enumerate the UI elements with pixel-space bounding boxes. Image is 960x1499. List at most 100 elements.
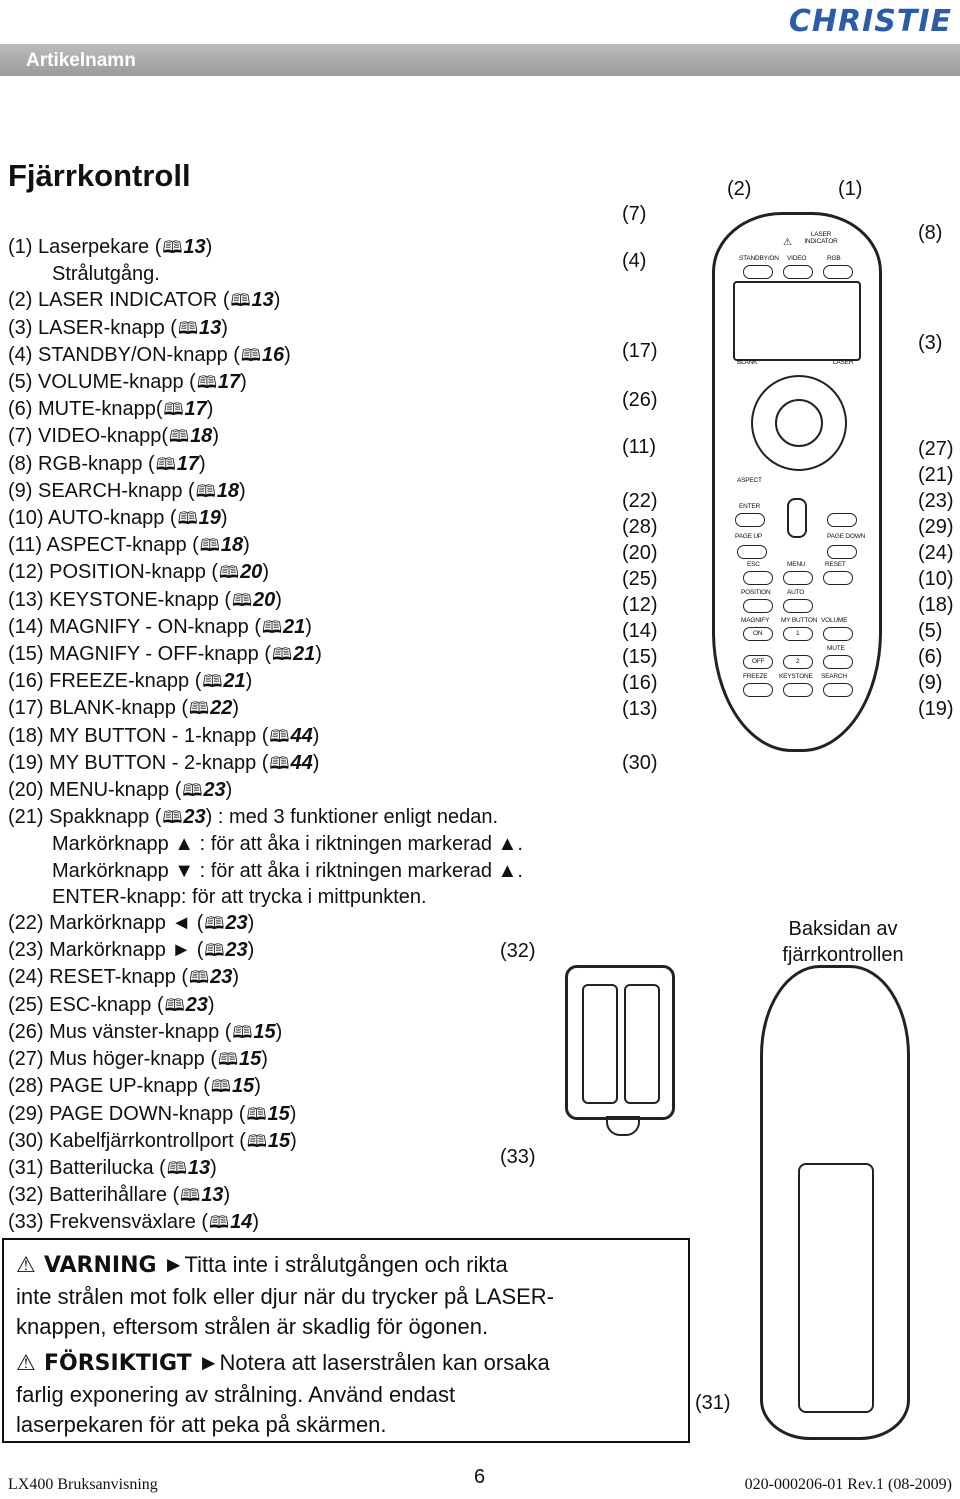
callout-left-label: (13) <box>622 698 658 720</box>
magnify-off-button[interactable]: OFF <box>743 655 773 669</box>
page-ref[interactable]: 21 <box>223 670 246 693</box>
page-ref[interactable]: 13 <box>187 1156 211 1179</box>
auto-button[interactable] <box>783 599 813 613</box>
page-ref[interactable]: 14 <box>230 1211 253 1234</box>
page-ref[interactable]: 22 <box>210 697 233 720</box>
page-down-button[interactable] <box>827 545 857 559</box>
parts-item-suffix: ) <box>254 1075 261 1098</box>
book-icon: 🕮 <box>162 238 183 257</box>
page-ref[interactable]: 15 <box>238 1048 262 1071</box>
rgb-button[interactable] <box>823 265 853 279</box>
parts-item-text: (22) Markörknapp ◄ ( <box>8 912 204 935</box>
page-ref[interactable]: 19 <box>198 507 221 530</box>
parts-item-suffix: ) <box>290 1129 297 1152</box>
page-ref[interactable]: 18 <box>220 534 244 557</box>
parts-item-text: (33) Frekvensväxlare ( <box>8 1211 209 1234</box>
caution-paragraph: ⚠FÖRSIKTIGT ►Notera att laserstrålen kan… <box>16 1348 676 1441</box>
freeze-button[interactable] <box>743 683 773 697</box>
enter-label: ENTER <box>739 503 761 510</box>
page-ref[interactable]: 23 <box>183 806 206 829</box>
parts-list-item: (27) Mus höger-knapp (🕮15) <box>8 1046 628 1073</box>
auto-label: AUTO <box>787 589 805 596</box>
parts-list-item: (31) Batterilucka (🕮13) <box>8 1155 628 1182</box>
page-ref[interactable]: 18 <box>190 425 213 448</box>
warning-icon: ⚠ <box>783 237 792 248</box>
magnify-on-button[interactable]: ON <box>743 627 773 641</box>
position-button[interactable] <box>743 599 773 613</box>
cursor-right-button[interactable] <box>827 513 857 527</box>
standby-on-button[interactable] <box>743 265 773 279</box>
page-ref[interactable]: 23 <box>185 993 208 1016</box>
video-label: VIDEO <box>787 255 807 262</box>
parts-item-text: (25) ESC-knapp ( <box>8 993 164 1016</box>
page-ref[interactable]: 15 <box>231 1075 255 1098</box>
page-ref[interactable]: 21 <box>293 643 316 666</box>
callout-right-label: (24) <box>918 542 954 564</box>
parts-list-item: (23) Markörknapp ► (🕮23) <box>8 937 628 964</box>
frequency-switch <box>606 1116 640 1136</box>
callout-right-label: (21) <box>918 464 954 486</box>
parts-list-item: Markörknapp ▲ : för att åka i riktningen… <box>8 831 628 857</box>
page-ref[interactable]: 23 <box>210 966 233 989</box>
mouse-wheel-center[interactable] <box>775 399 823 447</box>
parts-item-text: Markörknapp ▼ : för att åka i riktningen… <box>52 859 523 882</box>
mouse-wheel[interactable] <box>751 375 847 471</box>
reset-button[interactable] <box>823 571 853 585</box>
my-button-2[interactable]: 2 <box>783 655 813 669</box>
callout-left-label: (14) <box>622 620 658 642</box>
search-button[interactable] <box>823 683 853 697</box>
parts-item-suffix: ) <box>312 724 320 747</box>
page-ref[interactable]: 17 <box>217 371 241 394</box>
mute-button[interactable] <box>823 655 853 669</box>
parts-list-item: (1) Laserpekare (🕮13) <box>8 234 628 261</box>
page-ref[interactable]: 20 <box>253 588 276 611</box>
callout-left-label: (11) <box>622 436 657 458</box>
page-ref[interactable]: 20 <box>240 561 263 584</box>
parts-item-text: (8) RGB-knapp ( <box>8 452 155 475</box>
header-bar: Artikelnamn <box>0 44 960 76</box>
footer-page-number: 6 <box>474 1466 486 1488</box>
book-icon: 🕮 <box>155 454 176 474</box>
page-ref[interactable]: 13 <box>251 289 274 312</box>
parts-item-text: (30) Kabelfjärrkontrollport ( <box>8 1129 246 1152</box>
parts-list-item: (30) Kabelfjärrkontrollport (🕮15) <box>8 1128 628 1155</box>
page-ref[interactable]: 13 <box>183 236 206 258</box>
parts-item-suffix: ) <box>207 993 215 1016</box>
keystone-button[interactable] <box>783 683 813 697</box>
video-button[interactable] <box>783 265 813 279</box>
page-ref[interactable]: 15 <box>267 1129 291 1152</box>
page-ref[interactable]: 23 <box>225 939 248 962</box>
esc-label: ESC <box>747 561 760 568</box>
book-icon: 🕮 <box>180 1186 201 1206</box>
page-up-button[interactable] <box>737 545 767 559</box>
my-button-1[interactable]: 1 <box>783 627 813 641</box>
page-ref[interactable]: 13 <box>201 1184 224 1207</box>
parts-list-item: (15) MAGNIFY - OFF-knapp (🕮21) <box>8 641 628 668</box>
page-ref[interactable]: 23 <box>203 779 226 802</box>
page-ref[interactable]: 15 <box>253 1020 276 1043</box>
parts-list-item: Strålutgång. <box>8 261 628 287</box>
parts-list-item: (5) VOLUME-knapp (🕮17) <box>8 369 628 396</box>
page-ref[interactable]: 15 <box>267 1102 290 1125</box>
esc-button[interactable] <box>743 571 773 585</box>
page-ref[interactable]: 17 <box>184 398 207 421</box>
parts-item-suffix: ) <box>273 289 281 312</box>
parts-item-text: (31) Batterilucka ( <box>8 1156 166 1179</box>
page-ref[interactable]: 21 <box>283 615 306 638</box>
parts-list-item: (22) Markörknapp ◄ (🕮23) <box>8 910 628 937</box>
page-ref[interactable]: 23 <box>225 912 248 935</box>
page-ref[interactable]: 13 <box>198 316 222 339</box>
page-ref[interactable]: 44 <box>290 751 313 774</box>
parts-item-suffix: ) <box>261 1048 268 1071</box>
stick-button[interactable] <box>787 498 807 538</box>
menu-button[interactable] <box>783 571 813 585</box>
page-ref[interactable]: 16 <box>261 343 285 366</box>
parts-list-item: (3) LASER-knapp (🕮13) <box>8 315 628 342</box>
page-up-label: PAGE UP <box>735 533 763 540</box>
page-ref[interactable]: 17 <box>176 452 199 475</box>
volume-button[interactable] <box>823 627 853 641</box>
parts-list-item: (7) VIDEO-knapp(🕮18) <box>8 423 628 450</box>
page-ref[interactable]: 44 <box>290 724 313 747</box>
cursor-left-button[interactable] <box>735 513 765 527</box>
page-ref[interactable]: 18 <box>216 479 239 502</box>
